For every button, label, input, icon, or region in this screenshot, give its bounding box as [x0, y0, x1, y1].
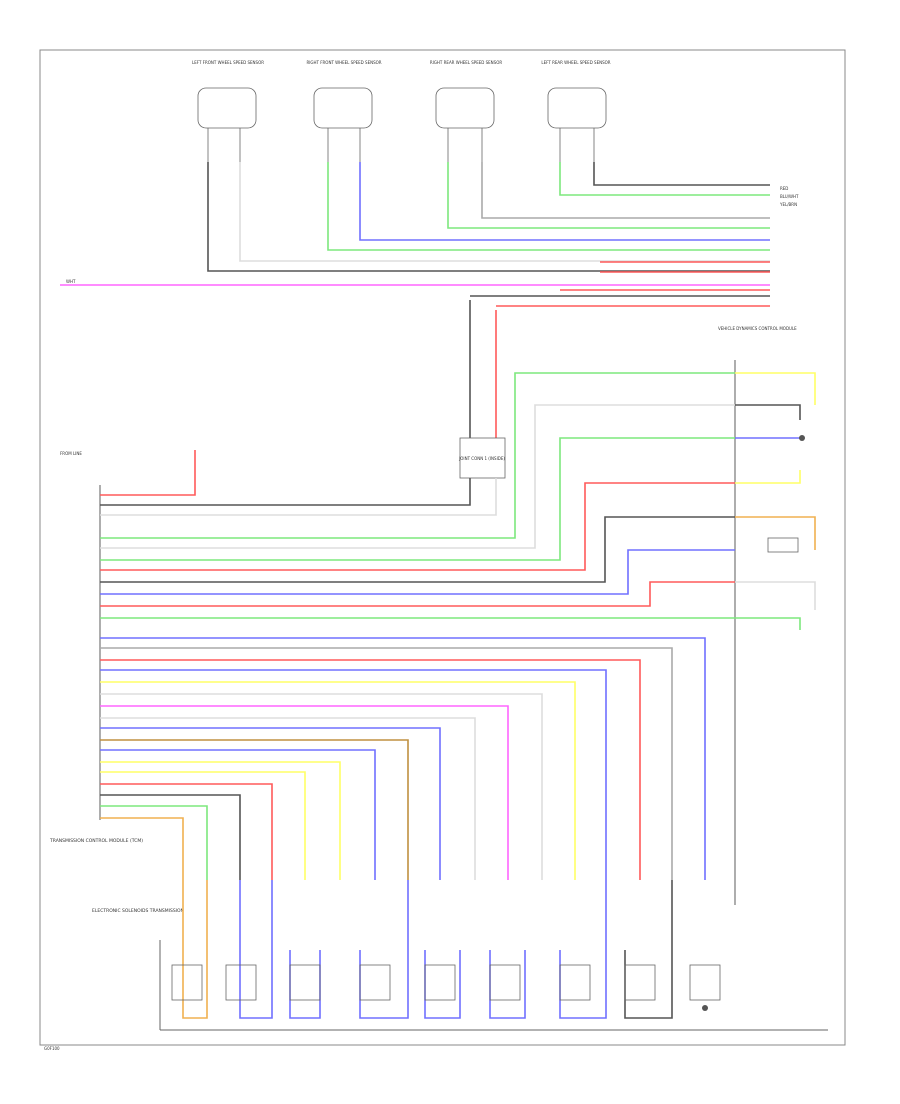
top-sensor-left-rear: LEFT REAR WHEEL SPEED SENSOR: [541, 60, 611, 162]
middle-wire-harness: [100, 372, 735, 619]
sensor-label: LEFT REAR WHEEL SPEED SENSOR: [541, 60, 610, 65]
sensor-label: RIGHT FRONT WHEEL SPEED SENSOR: [306, 60, 381, 65]
top-sensor-left-front: LEFT FRONT WHEEL SPEED SENSOR: [192, 60, 264, 162]
wire-label: WHT: [66, 279, 76, 284]
left-module-label: TRANSMISSION CONTROL MODULE (TCM): [49, 838, 143, 844]
diagram-frame: [39, 49, 846, 1046]
top-sensor-right-rear: RIGHT REAR WHEEL SPEED SENSOR: [430, 60, 502, 162]
joint-connector: JOINT CONN 1 (INSIDE): [458, 437, 506, 479]
top-sensor-right-front: RIGHT FRONT WHEEL SPEED SENSOR: [306, 60, 382, 162]
left-module: FROM LINE TRANSMISSION CONTROL MODULE (T…: [49, 451, 143, 844]
joint-connector-label: JOINT CONN 1 (INSIDE): [458, 456, 505, 461]
right-devices: [735, 372, 816, 630]
rear-label: YEL/BRN: [779, 202, 797, 207]
rear-label: RED: [780, 186, 788, 191]
solenoid-group-label: ELECTRONIC SOLENOIDS TRANSMISSION: [92, 908, 184, 914]
sensor-label: RIGHT REAR WHEEL SPEED SENSOR: [430, 60, 502, 65]
solenoid-wire-harness: [100, 637, 706, 880]
solenoid-group: ELECTRONIC SOLENOIDS TRANSMISSION: [92, 880, 828, 1031]
left-module-top-label: FROM LINE: [60, 451, 82, 456]
right-module-label: VEHICLE DYNAMICS CONTROL MODULE: [718, 326, 797, 331]
page-ref: G0F100: [44, 1046, 60, 1051]
top-wire-harness: WHT: [60, 162, 770, 438]
rear-label: BLU/WHT: [780, 194, 799, 199]
sensor-label: LEFT FRONT WHEEL SPEED SENSOR: [192, 60, 264, 65]
